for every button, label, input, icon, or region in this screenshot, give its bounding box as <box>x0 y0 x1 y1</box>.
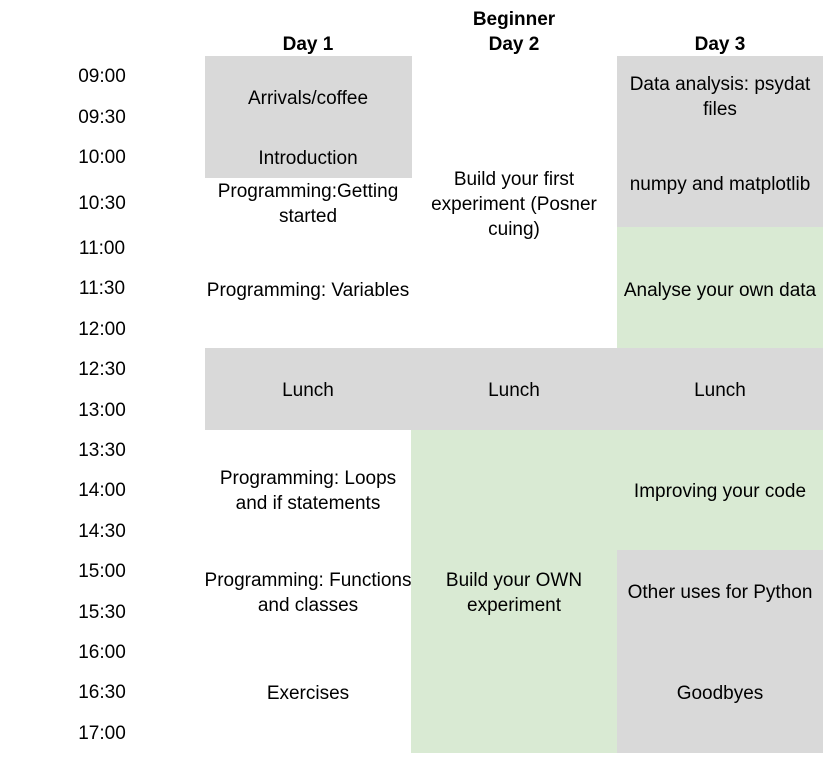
day1-session: Introduction <box>258 147 358 169</box>
day3-session: Data analysis: psydat files <box>629 74 811 120</box>
time-label: 12:30 <box>78 359 126 380</box>
day3-session: numpy and matplotlib <box>629 173 811 195</box>
day1-session: Programming:Getting started <box>217 181 399 227</box>
day2-heading: Day 2 <box>488 34 540 55</box>
day1-morning-fill <box>205 56 412 178</box>
day3-session: Other uses for Python <box>627 581 813 603</box>
day3-late-morning-fill <box>617 227 823 348</box>
time-label: 15:00 <box>78 561 126 582</box>
time-label: 11:30 <box>78 278 126 299</box>
time-label: 17:00 <box>78 723 126 744</box>
day1-session: Exercises <box>266 682 350 704</box>
day3-early-afternoon-fill <box>617 430 823 550</box>
time-label: 13:30 <box>78 440 126 461</box>
day1-session: Programming: Loops and if statements <box>219 468 397 514</box>
time-label: 09:00 <box>78 66 126 87</box>
day1-session: Lunch <box>282 379 334 401</box>
day1-session: Programming: Variables <box>206 279 410 301</box>
day3-session: Goodbyes <box>676 682 764 704</box>
day2-session: Build your OWN experiment <box>445 570 583 616</box>
time-label: 16:30 <box>78 682 126 703</box>
day2-session: Build your first experiment (Posner cuin… <box>431 168 597 240</box>
day3-session: Analyse your own data <box>623 279 817 301</box>
time-label: 10:30 <box>78 193 126 214</box>
day1-session: Programming: Functions and classes <box>204 570 412 616</box>
lunch-fill <box>205 348 823 430</box>
day3-late-afternoon-fill <box>617 550 823 753</box>
day1-heading: Day 1 <box>282 34 334 55</box>
time-label: 13:00 <box>78 400 126 421</box>
time-label: 11:00 <box>78 238 126 259</box>
time-label: 12:00 <box>78 319 126 340</box>
time-label: 09:30 <box>78 107 126 128</box>
day3-heading: Day 3 <box>694 34 746 55</box>
time-label: 14:30 <box>78 521 126 542</box>
time-label: 15:30 <box>78 602 126 623</box>
day2-afternoon-fill <box>411 430 617 753</box>
day1-session: Arrivals/coffee <box>247 87 369 109</box>
time-label: 10:00 <box>78 147 126 168</box>
day2-session: Lunch <box>488 379 540 401</box>
day3-session: Improving your code <box>633 480 807 502</box>
day3-morning-fill <box>617 56 823 227</box>
time-label: 14:00 <box>78 480 126 501</box>
time-label: 16:00 <box>78 642 126 663</box>
group-heading: Beginner <box>472 9 556 30</box>
day3-session: Lunch <box>694 379 746 401</box>
